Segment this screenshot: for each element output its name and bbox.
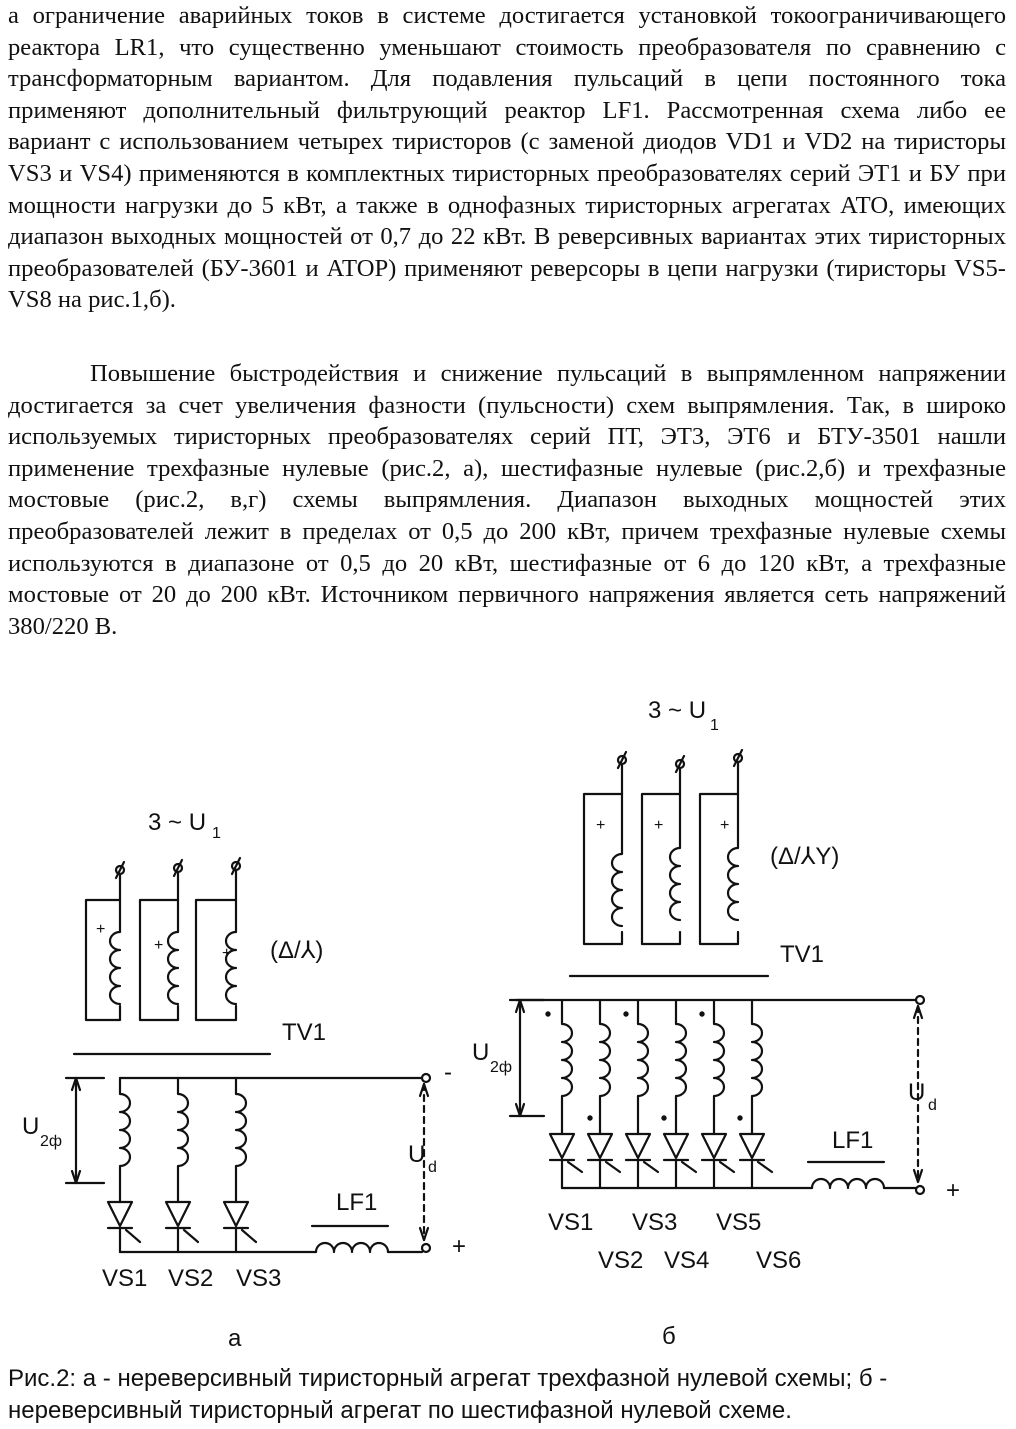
- fig-a-vs2: VS2: [168, 1265, 213, 1292]
- fig-a-supply-sub: 1: [212, 825, 221, 842]
- fig-b-load-voltage-sub: d: [928, 1097, 937, 1114]
- fig-b-transformer-label: TV1: [780, 941, 824, 968]
- fig-b-vs5: VS5: [716, 1209, 761, 1236]
- fig-b-thyristors: [548, 1132, 774, 1190]
- fig-b-vs1: VS1: [548, 1209, 593, 1236]
- fig-b-supply-label: 3 ~ U: [648, 697, 706, 724]
- svg-text:+: +: [222, 945, 231, 962]
- paragraph-1: а ограничение аварийных токов в системе …: [8, 2, 1006, 314]
- caption-line-2: нереверсивный тиристорный агрегат по шес…: [8, 1397, 792, 1424]
- fig-b-supply-sub: 1: [710, 717, 719, 734]
- fig-a-output-circuit: [118, 1224, 432, 1254]
- fig-b-supply-terminals: [616, 748, 744, 796]
- figure-b: 3 ~ U 1 + + + (Δ/⅄Y): [472, 697, 960, 1350]
- fig-b-plus-sign: +: [946, 1177, 960, 1204]
- svg-text:+: +: [96, 921, 105, 938]
- svg-text:+: +: [596, 817, 605, 834]
- fig-a-phase-voltage-arrow: [64, 1076, 106, 1185]
- fig-b-vs6: VS6: [756, 1247, 801, 1274]
- caption-line-1: Рис.2: а - нереверсивный тиристорный агр…: [8, 1365, 888, 1392]
- fig-b-reactor-label: LF1: [832, 1127, 873, 1154]
- fig-b-phase-voltage-sub: 2ф: [490, 1059, 512, 1076]
- fig-a-letter: а: [228, 1325, 242, 1352]
- fig-a-reactor-label: LF1: [336, 1189, 377, 1216]
- fig-b-phase-voltage: U: [472, 1039, 489, 1066]
- fig-a-load-voltage-arrow: [418, 1082, 430, 1242]
- svg-text:+: +: [654, 817, 663, 834]
- fig-b-load-voltage: U: [908, 1079, 925, 1106]
- fig-a-thyristors: [106, 1200, 258, 1254]
- fig-a-minus-terminal: [420, 1072, 432, 1084]
- fig-a-vs1: VS1: [102, 1265, 147, 1292]
- fig-a-connection: (Δ/⅄): [270, 937, 323, 964]
- fig-b-primary-windings: + + +: [582, 792, 740, 946]
- fig-a-supply-terminals: [114, 856, 242, 902]
- svg-text:+: +: [720, 817, 729, 834]
- paragraph-2: Повышение быстродействия и снижение пуль…: [8, 360, 1006, 640]
- fig-a-minus-sign: -: [444, 1059, 452, 1086]
- fig-a-transformer-label: TV1: [282, 1019, 326, 1046]
- fig-b-phase-voltage-arrow: [508, 998, 546, 1118]
- fig-a-secondary-windings: [118, 1076, 248, 1204]
- fig-a-supply-label: 3 ~ U: [148, 809, 206, 836]
- fig-a-primary-windings: + + +: [84, 898, 238, 1022]
- fig-a-phase-voltage: U: [22, 1113, 39, 1140]
- fig-a-plus-sign: +: [452, 1233, 466, 1260]
- fig-b-letter: б: [662, 1323, 676, 1350]
- fig-a-phase-voltage-sub: 2ф: [40, 1133, 62, 1150]
- fig-b-vs4: VS4: [664, 1247, 709, 1274]
- figure-caption: Рис.2: а - нереверсивный тиристорный агр…: [8, 1363, 1006, 1427]
- fig-b-minus-terminal: [914, 994, 926, 1006]
- fig-b-secondary-windings: [545, 998, 764, 1136]
- fig-b-vs3: VS3: [632, 1209, 677, 1236]
- figure-a: 3 ~ U 1 + + +: [22, 809, 466, 1352]
- fig-a-vs3: VS3: [236, 1265, 281, 1292]
- fig-b-load-voltage-arrow: [912, 1004, 924, 1184]
- fig-b-vs2: VS2: [598, 1247, 643, 1274]
- svg-text:+: +: [154, 937, 163, 954]
- fig-a-load-voltage-sub: d: [428, 1159, 437, 1176]
- fig-a-load-voltage: U: [408, 1141, 425, 1168]
- fig-b-output-circuit: [560, 1160, 926, 1196]
- fig-b-connection: (Δ/⅄Y): [770, 843, 839, 870]
